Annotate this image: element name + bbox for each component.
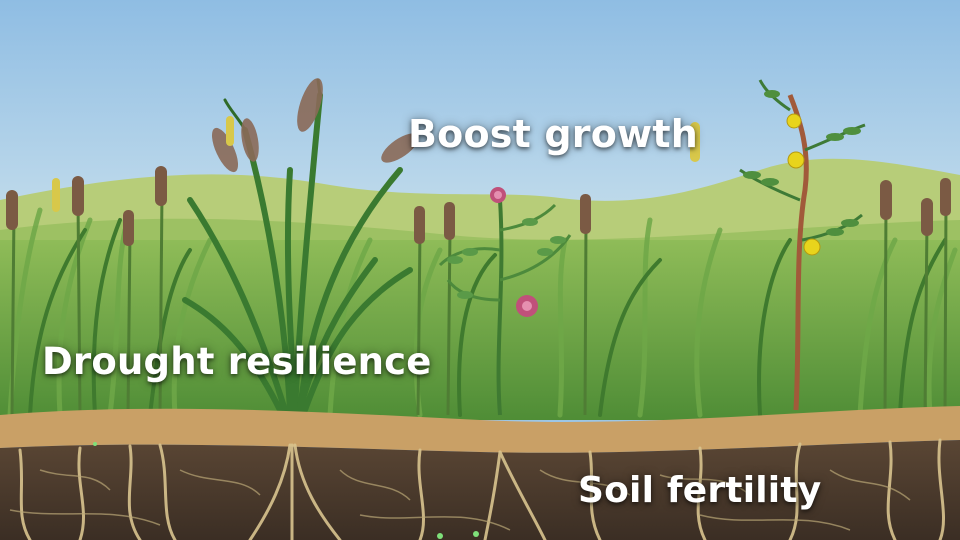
seed-head-icon — [211, 78, 419, 173]
soil — [0, 440, 960, 540]
meadow — [0, 240, 960, 420]
drought-resilience-label: Drought resilience — [42, 340, 432, 383]
root-icon — [18, 438, 946, 540]
cattail-icon — [6, 116, 951, 416]
grass-clump — [182, 92, 413, 413]
soil-fertility-label: Soil fertility — [578, 470, 822, 511]
vetch-flower-icon — [438, 187, 572, 416]
soil-surface — [0, 406, 960, 453]
boost-growth-label: Boost growth — [408, 112, 698, 156]
yellow-flower-plant-icon — [739, 79, 866, 411]
